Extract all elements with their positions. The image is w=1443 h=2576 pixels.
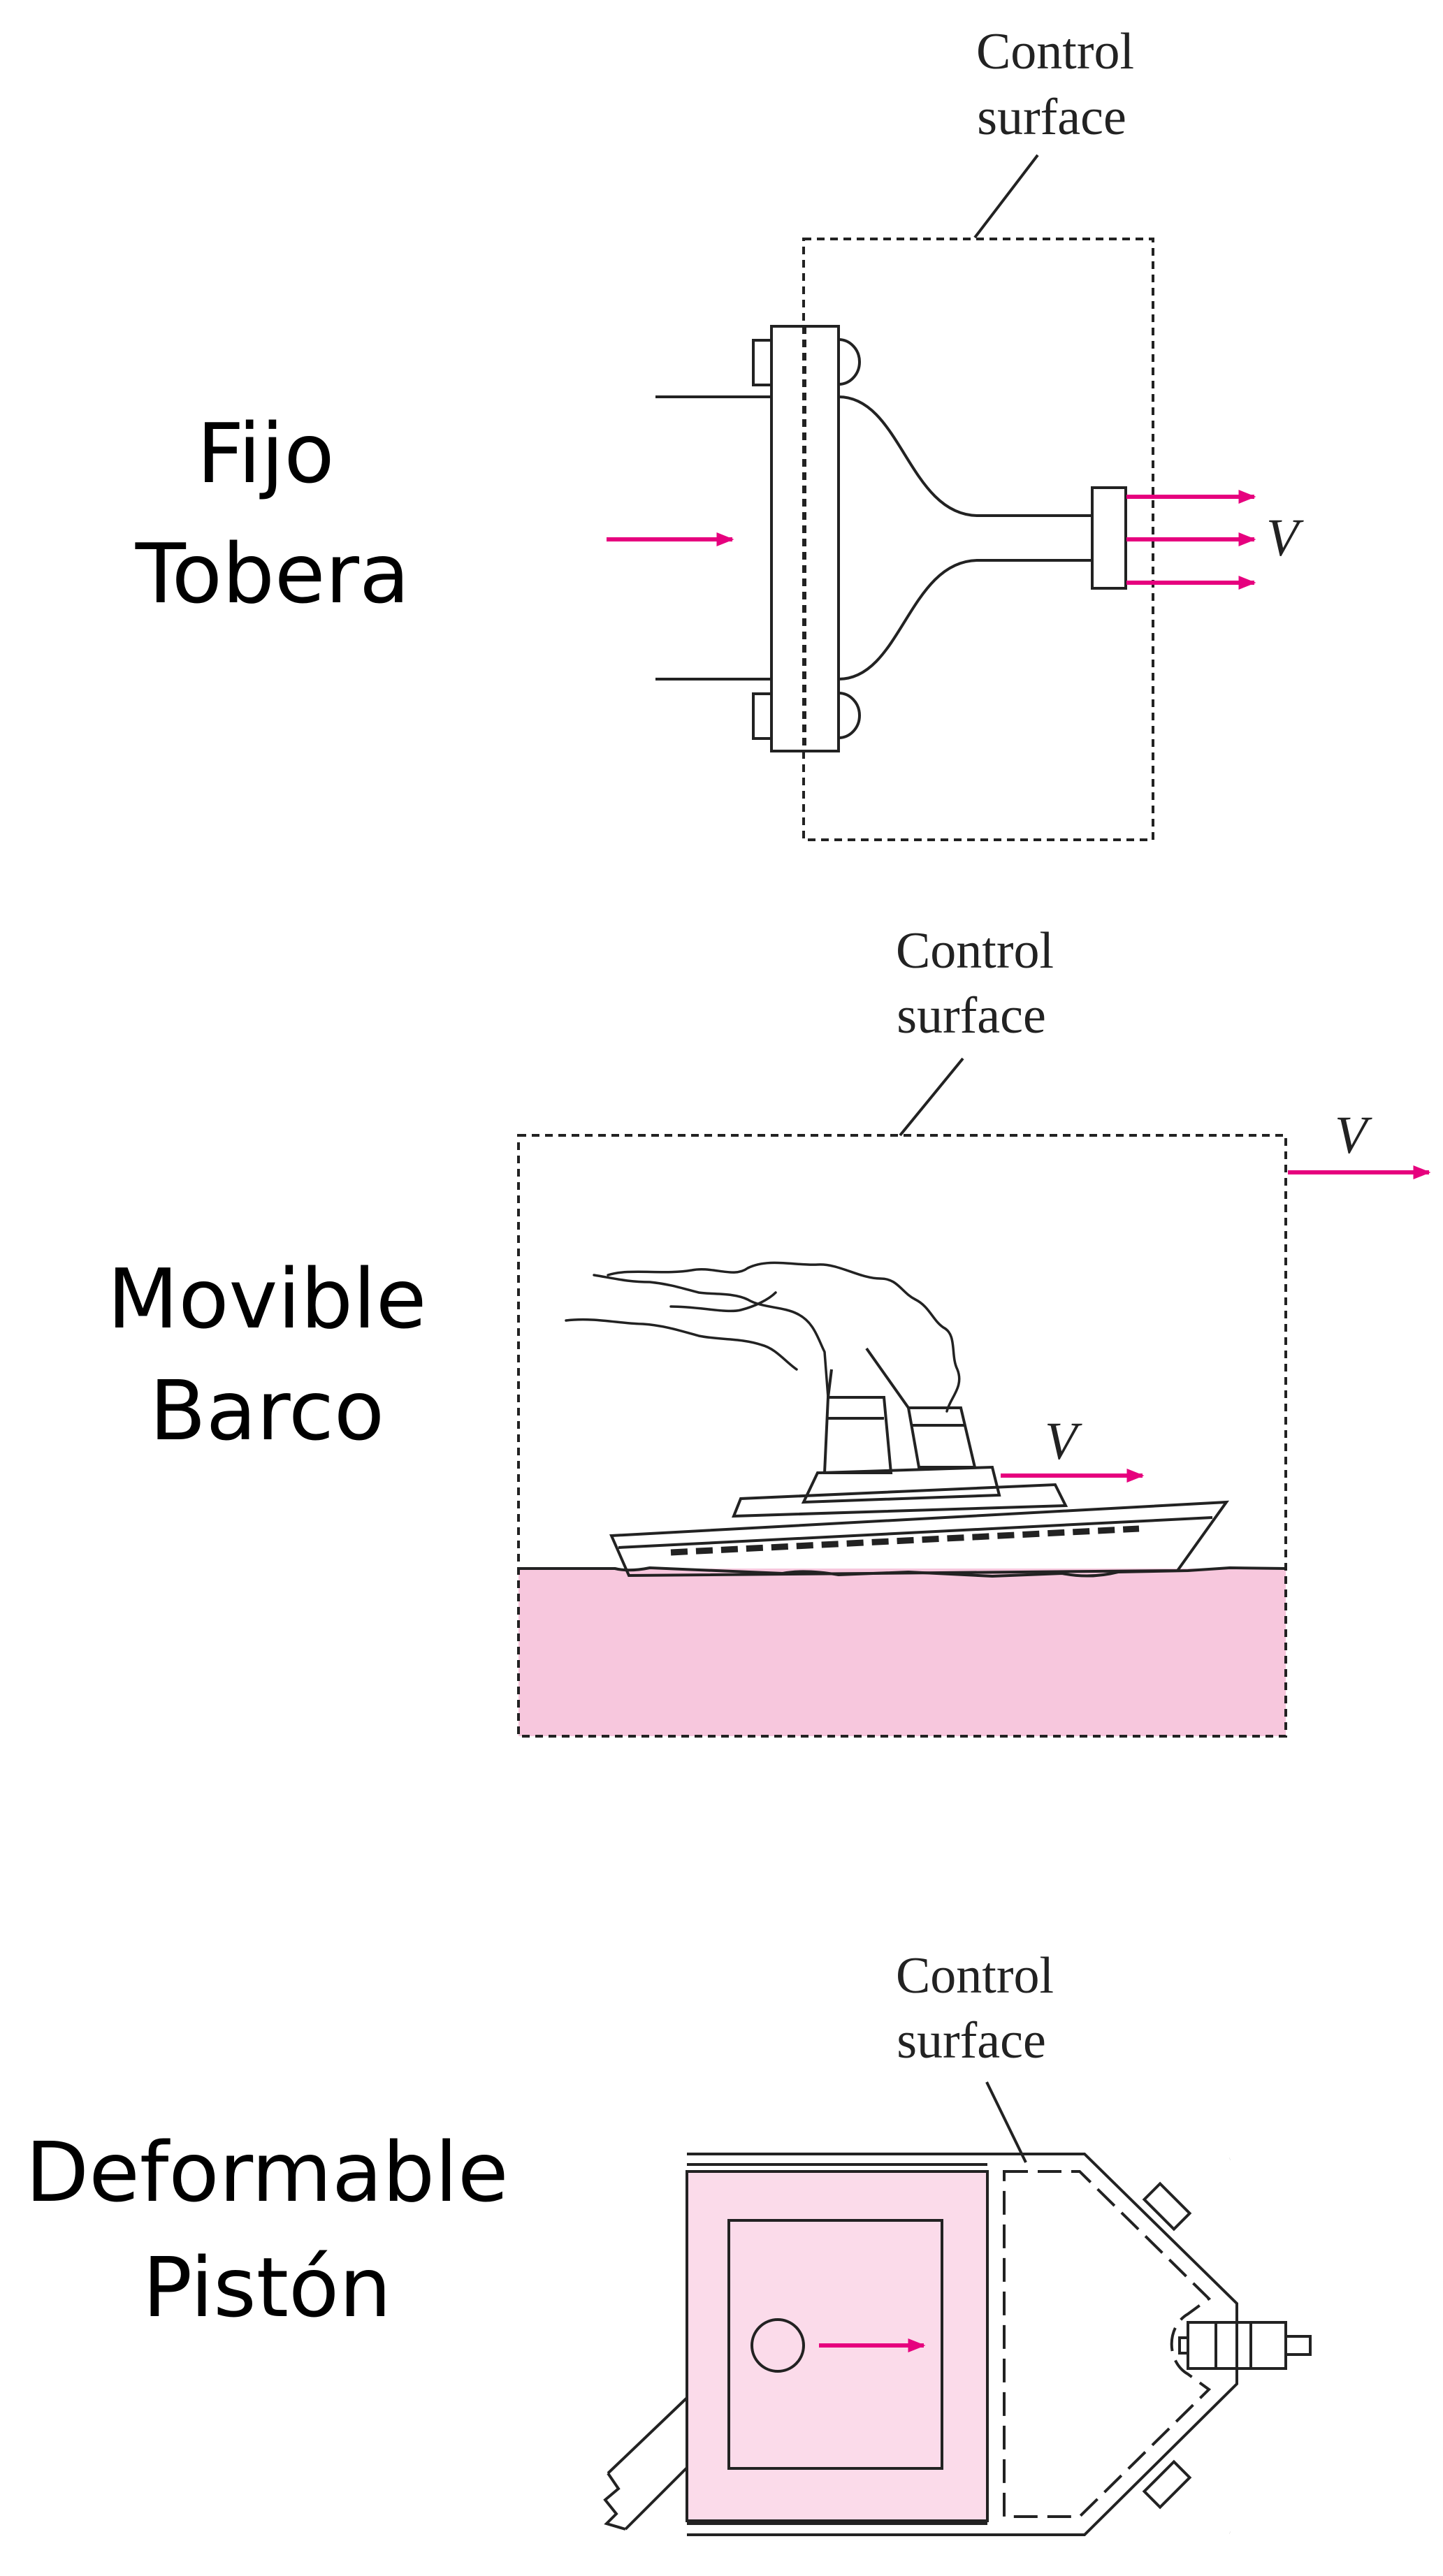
control-surface-box [802, 238, 1154, 841]
control-surface-leader [985, 2081, 1027, 2163]
ship-superstructure-lower [732, 1483, 1068, 1518]
piston-pin [750, 2318, 805, 2373]
connecting-rod-bottom [624, 2466, 688, 2531]
funnel-left [822, 1396, 893, 1474]
funnel-right [906, 1406, 977, 1469]
ship-superstructure-upper [801, 1465, 1001, 1504]
nozzle-wall-bottom [838, 559, 1094, 681]
funnel-mid-edge [865, 1347, 910, 1409]
control-surface-leader [899, 1057, 964, 1137]
control-surface-boundary [1003, 2170, 1212, 2518]
panel-title-fijo: Fijo [196, 405, 334, 502]
spark-plug [1178, 2321, 1312, 2370]
smoke-plume [565, 1261, 961, 1413]
velocity-label: V [1266, 509, 1304, 567]
piston-window [727, 2219, 943, 2470]
panel-subtitle-tobera: Tobera [135, 525, 410, 622]
control-volume-velocity-label: V [1335, 1106, 1372, 1165]
nozzle-wall-top [838, 395, 1094, 517]
control-surface-label-line1: Control [896, 922, 1054, 980]
bolt-nut-top [838, 338, 861, 386]
control-surface-leader [973, 154, 1039, 239]
panel-title-movible: Movible [108, 1251, 427, 1347]
ship-deck-line [618, 1516, 1213, 1549]
control-surface-label-line2: surface [897, 2012, 1046, 2069]
ship-portholes [670, 1525, 1140, 1556]
funnel-left-edge [827, 1369, 833, 1398]
panel-deformable-piston: Deformable Pistón Control surface [25, 1947, 1312, 2538]
intake-valve [1142, 2153, 1233, 2232]
connecting-rod-top [607, 2396, 688, 2475]
control-surface-label-line1: Control [896, 1947, 1054, 2004]
panel-moving-ship: Movible Barco Control surface V V [108, 922, 1431, 1738]
exhaust-valve [1142, 2459, 1233, 2538]
cylinder-wall [687, 2153, 1238, 2536]
ship-velocity-label: V [1045, 1412, 1082, 1471]
panel-fixed-nozzle: Fijo Tobera Control surface V [135, 23, 1304, 841]
panel-title-deformable: Deformable [25, 2124, 508, 2220]
nozzle-outlet [1091, 486, 1127, 590]
water-region [519, 1569, 1286, 1736]
control-surface-label-line1: Control [976, 23, 1134, 80]
control-surface-label-line2: surface [897, 987, 1046, 1045]
control-surface-label-line2: surface [977, 89, 1126, 146]
panel-subtitle-piston: Pistón [143, 2239, 391, 2336]
control-surface-box [517, 1134, 1287, 1738]
ship-hull [609, 1500, 1230, 1578]
connecting-rod-break [603, 2472, 626, 2531]
bolt-head-top [752, 339, 773, 386]
panel-subtitle-barco: Barco [150, 1362, 384, 1459]
bolt-head-bottom [752, 692, 773, 740]
bolt-nut-bottom [838, 692, 861, 739]
